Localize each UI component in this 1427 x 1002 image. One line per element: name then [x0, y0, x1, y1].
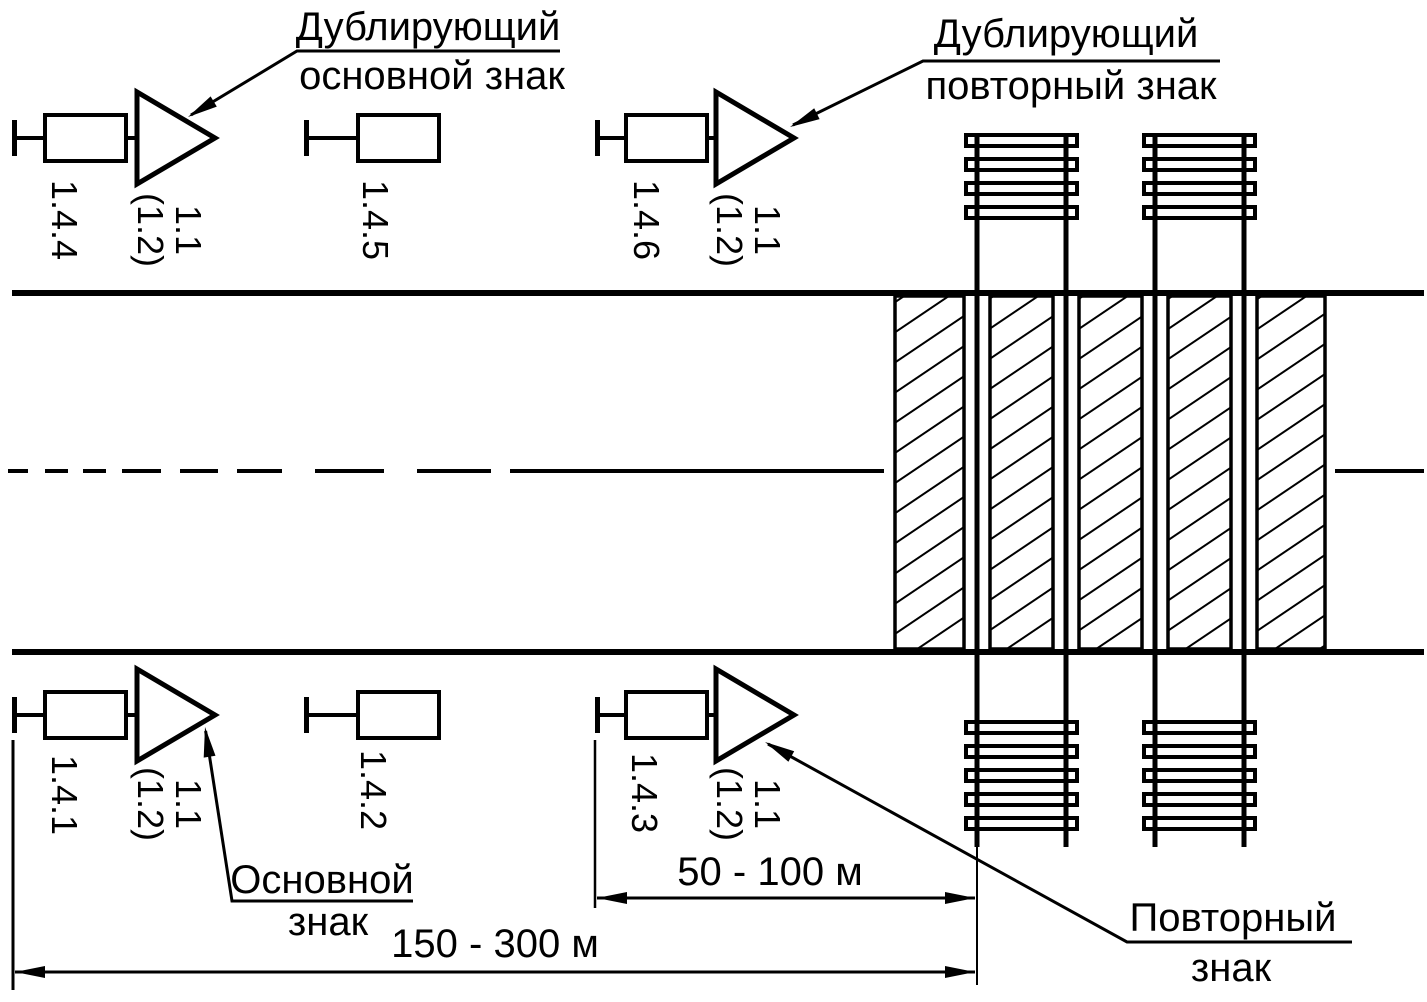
hatch-strip — [1077, 294, 1144, 651]
warning-number-line2: (1.2) — [130, 767, 171, 842]
warning-number-line2: (1.2) — [709, 193, 750, 268]
label-duplicating-main-line1: Дублирующий — [295, 5, 561, 49]
leader-main-sign — [203, 727, 413, 903]
leader-duplicating-main — [188, 49, 560, 117]
leader-arrowhead — [765, 742, 795, 762]
sign-group-1-4-6 — [595, 87, 799, 189]
label-duplicating-repeat-line2: повторный знак — [925, 64, 1217, 108]
leader-repeat-sign — [765, 742, 1352, 944]
sign-post-tick — [12, 697, 17, 733]
crossing-hatched-area — [893, 294, 1327, 651]
sign-number-1-4-4: 1.4.4 — [44, 180, 85, 261]
dimension-150-300 — [11, 740, 975, 990]
sign-post-tick — [304, 697, 309, 733]
warning-number-bottom-right: 1.1 (1.2) — [709, 767, 788, 842]
dimension-arrowhead — [597, 892, 627, 904]
label-main-sign-line1: Основной — [230, 858, 414, 902]
label-duplicating-main-line2: основной знак — [299, 54, 565, 98]
warning-number-top-left: 1.1 (1.2) — [130, 193, 209, 268]
dimension-text-150-300: 150 - 300 м — [391, 922, 599, 966]
road-edge-top — [12, 290, 1424, 296]
warning-number-top-right: 1.1 (1.2) — [709, 193, 788, 268]
leader-arrowhead — [203, 727, 216, 758]
sign-number-1-4-6: 1.4.6 — [626, 180, 667, 261]
dimension-arrowhead — [15, 966, 45, 978]
leader-duplicating-repeat — [790, 59, 1220, 127]
warning-sign-triangle — [713, 664, 799, 766]
sign-post-tick — [595, 697, 600, 733]
leader-arrowhead — [188, 96, 217, 117]
hatch-strip — [1255, 294, 1327, 651]
sign-plate-1-4-4 — [43, 113, 128, 163]
sign-group-1-4-2 — [304, 690, 441, 740]
sign-number-1-4-5: 1.4.5 — [355, 180, 396, 261]
label-repeat-sign-line1: Повторный — [1129, 896, 1337, 940]
warning-number-line2: (1.2) — [130, 193, 171, 268]
hatch-strip — [1166, 294, 1233, 651]
sign-number-1-4-3: 1.4.3 — [624, 753, 665, 834]
sign-plate-1-4-2 — [356, 690, 441, 740]
sign-post-tick — [12, 120, 17, 156]
dimension-arrowhead — [945, 892, 975, 904]
sign-number-1-4-2: 1.4.2 — [353, 750, 394, 831]
dimension-50-100 — [593, 740, 978, 985]
sign-plate-1-4-3 — [624, 690, 709, 740]
sign-group-1-4-3 — [595, 664, 799, 766]
leader-arrowhead — [790, 108, 820, 127]
railway-rails — [974, 133, 1247, 847]
sign-group-1-4-5 — [304, 113, 441, 163]
sign-plate-1-4-5 — [356, 113, 441, 163]
sign-post-tick — [595, 120, 600, 156]
warning-number-bottom-left: 1.1 (1.2) — [130, 767, 209, 842]
sign-post-tick — [304, 120, 309, 156]
label-duplicating-repeat-line1: Дублирующий — [933, 12, 1199, 56]
sign-number-1-4-1: 1.4.1 — [44, 755, 85, 836]
road-centerline — [8, 469, 1424, 473]
warning-sign-triangle — [713, 87, 799, 189]
railway-sleepers — [964, 133, 1257, 831]
sign-plate-1-4-1 — [43, 690, 128, 740]
dimension-arrowhead — [945, 966, 975, 978]
warning-number-line1: 1.1 — [747, 778, 788, 830]
label-repeat-sign-line2: знак — [1190, 946, 1272, 990]
dimension-text-50-100: 50 - 100 м — [677, 850, 863, 894]
warning-number-line1: 1.1 — [747, 204, 788, 256]
label-main-sign-line2: знак — [287, 900, 369, 944]
warning-number-line2: (1.2) — [709, 767, 750, 842]
warning-number-line1: 1.1 — [168, 778, 209, 830]
sign-group-1-4-4 — [12, 87, 220, 189]
road-edge-bottom — [12, 649, 1424, 655]
hatch-strip — [893, 294, 966, 651]
warning-sign-triangle — [134, 87, 220, 189]
warning-number-line1: 1.1 — [168, 204, 209, 256]
warning-sign-triangle — [134, 664, 220, 766]
hatch-strip — [988, 294, 1055, 651]
sign-plate-1-4-6 — [624, 113, 709, 163]
sign-group-1-4-1 — [12, 664, 220, 766]
